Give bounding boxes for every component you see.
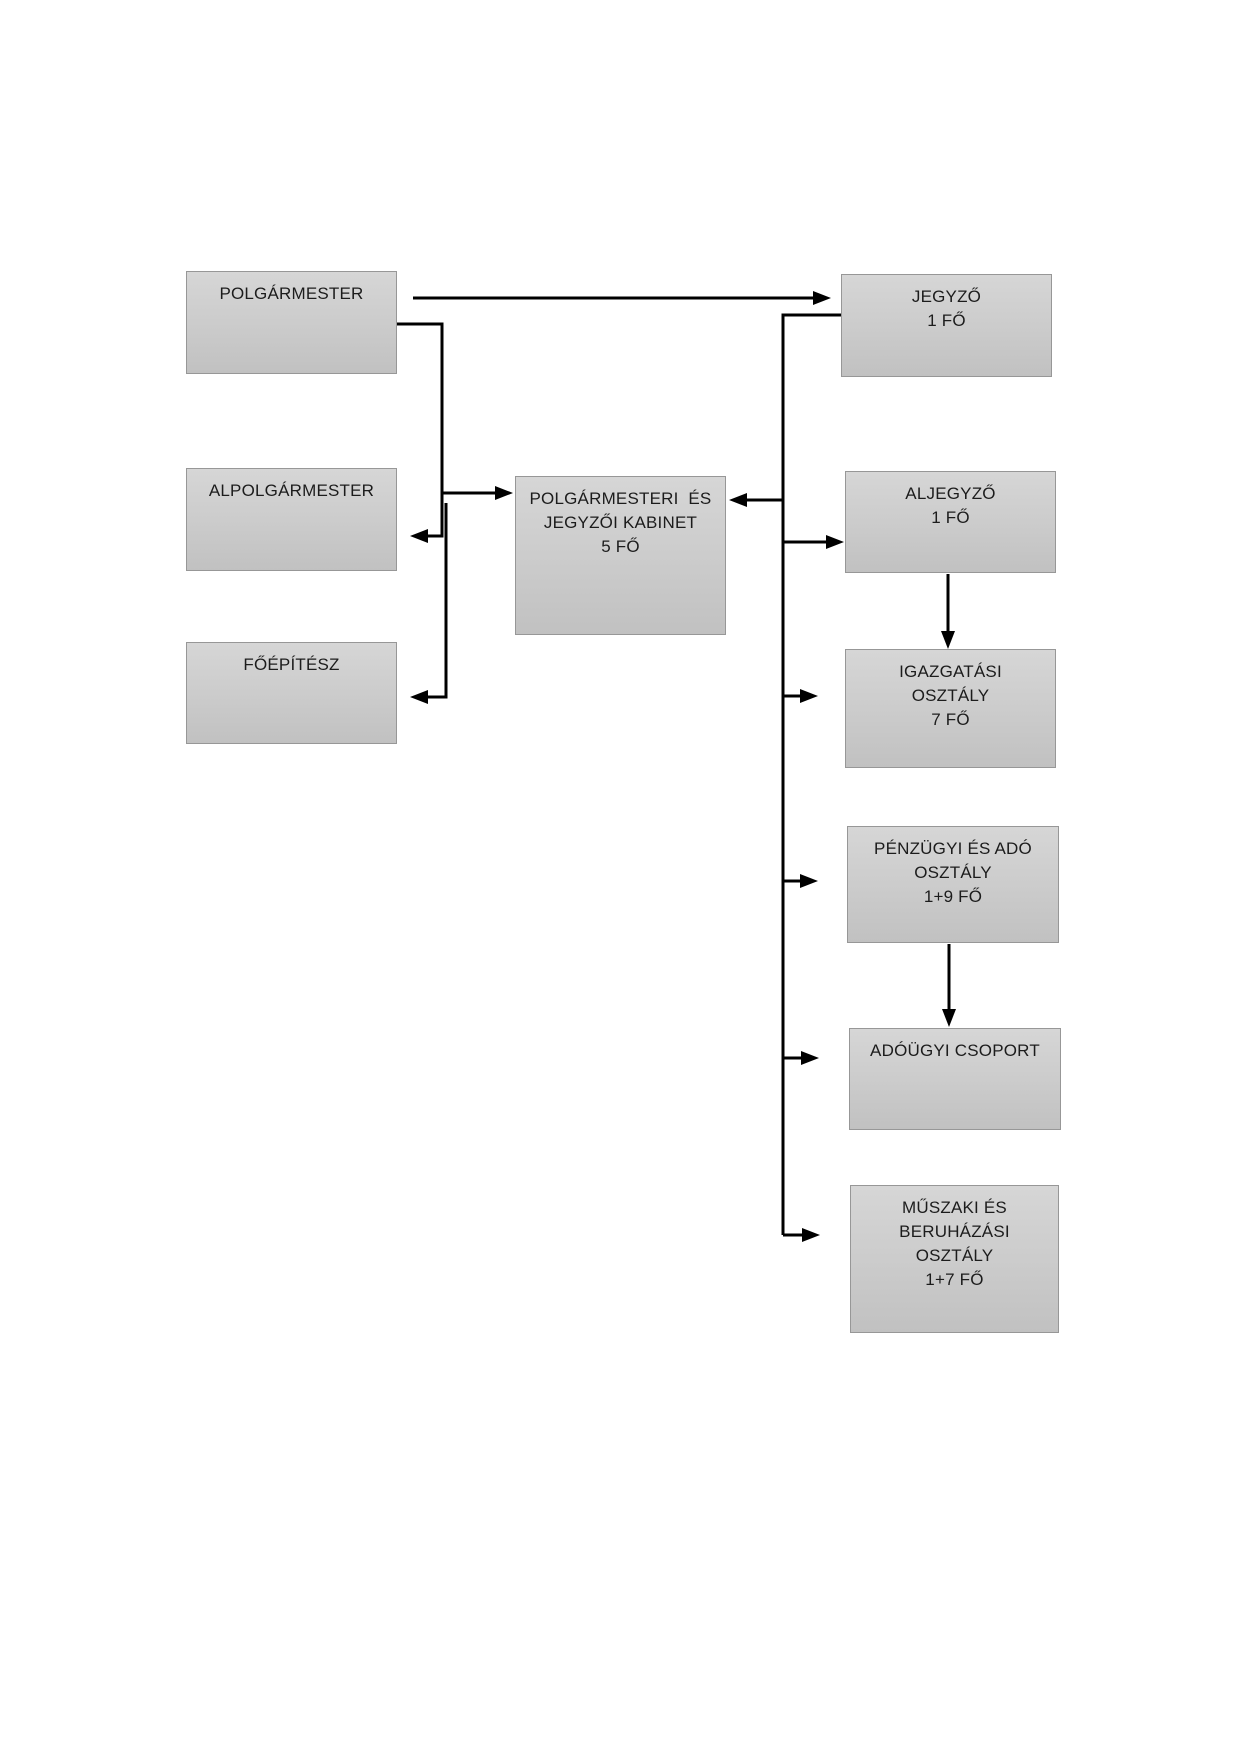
connector-left-kabinet <box>442 486 513 500</box>
arrowhead-right-icon <box>802 1228 820 1242</box>
node-kabinet-label: POLGÁRMESTERI ÉS JEGYZŐI KABINET 5 FŐ <box>529 489 712 556</box>
arrowhead-left-icon <box>729 493 747 507</box>
node-aljegyzo: ALJEGYZŐ 1 FŐ <box>845 471 1056 573</box>
node-muszaki-label: MŰSZAKI ÉS BERUHÁZÁSI OSZTÁLY 1+7 FŐ <box>899 1198 1010 1289</box>
connector-jegyzo-trunk <box>781 313 841 1235</box>
arrowhead-left-icon <box>410 529 428 543</box>
node-foepitesz-label: FŐÉPÍTÉSZ <box>243 655 340 674</box>
node-polgarmester-label: POLGÁRMESTER <box>219 284 364 303</box>
node-penzugyi: PÉNZÜGYI ÉS ADÓ OSZTÁLY 1+9 FŐ <box>847 826 1059 943</box>
connector-trunk-kabinet <box>729 493 783 507</box>
connector-aljegyzo-igazgatasi <box>941 574 955 649</box>
arrowhead-right-icon <box>800 874 818 888</box>
node-adougyi-label: ADÓÜGYI CSOPORT <box>870 1041 1040 1060</box>
node-jegyzo-label: JEGYZŐ 1 FŐ <box>911 287 982 330</box>
arrowhead-right-icon <box>495 486 513 500</box>
arrowhead-right-icon <box>826 535 844 549</box>
connector-trunk-penzugyi <box>783 874 818 888</box>
arrowhead-right-icon <box>800 689 818 703</box>
node-alpolgarmester-label: ALPOLGÁRMESTER <box>208 481 375 500</box>
connector-polgarmester-jegyzo <box>413 291 831 305</box>
arrowhead-right-icon <box>801 1051 819 1065</box>
node-alpolgarmester: ALPOLGÁRMESTER <box>186 468 397 571</box>
arrowhead-down-icon <box>942 1009 956 1027</box>
arrowhead-right-icon <box>813 291 831 305</box>
node-kabinet: POLGÁRMESTERI ÉS JEGYZŐI KABINET 5 FŐ <box>515 476 726 635</box>
connector-penzugyi-adougyi <box>942 944 956 1027</box>
node-jegyzo: JEGYZŐ 1 FŐ <box>841 274 1052 377</box>
arrowhead-left-icon <box>410 690 428 704</box>
connector-trunk-aljegyzo <box>783 535 844 549</box>
node-adougyi: ADÓÜGYI CSOPORT <box>849 1028 1061 1130</box>
node-igazgatasi-label: IGAZGATÁSI OSZTÁLY 7 FŐ <box>899 662 1002 729</box>
node-igazgatasi: IGAZGATÁSI OSZTÁLY 7 FŐ <box>845 649 1056 768</box>
connector-polgarmester-alpolgarmester <box>397 322 444 543</box>
node-polgarmester: POLGÁRMESTER <box>186 271 397 374</box>
connector-trunk-muszaki <box>783 1228 820 1242</box>
connector-polgarmester-foepitesz <box>410 503 448 704</box>
node-penzugyi-label: PÉNZÜGYI ÉS ADÓ OSZTÁLY 1+9 FŐ <box>874 839 1032 906</box>
node-muszaki: MŰSZAKI ÉS BERUHÁZÁSI OSZTÁLY 1+7 FŐ <box>850 1185 1059 1333</box>
connector-trunk-igazgatasi <box>783 689 818 703</box>
node-foepitesz: FŐÉPÍTÉSZ <box>186 642 397 744</box>
arrowhead-down-icon <box>941 631 955 649</box>
node-aljegyzo-label: ALJEGYZŐ 1 FŐ <box>905 484 996 527</box>
connector-trunk-adougyi <box>783 1051 819 1065</box>
